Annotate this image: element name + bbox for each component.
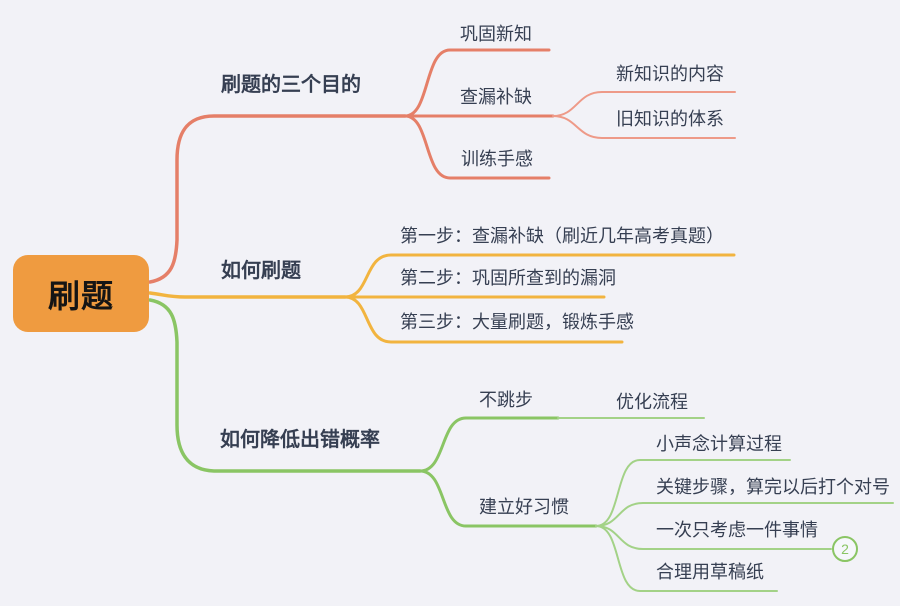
connector-build-habits	[418, 469, 598, 528]
collapsed-count-badge[interactable]: 2	[832, 536, 858, 562]
topic-one-thing-at-a-time[interactable]: 一次只考虑一件事情	[656, 520, 818, 540]
connector-purposes-main	[148, 114, 407, 284]
topic-tick-key-steps[interactable]: 关键步骤，算完以后打个对号	[656, 477, 890, 497]
connector-old-knowledge-system	[552, 115, 736, 139]
connector-no-skipping	[418, 416, 560, 473]
topic-train-feel[interactable]: 训练手感	[461, 149, 533, 169]
connector-consolidate-new	[403, 48, 551, 118]
topic-reduce-error-rate[interactable]: 如何降低出错概率	[220, 429, 380, 451]
topic-no-skipping-steps[interactable]: 不跳步	[479, 390, 533, 410]
connector-reduce-errors-main	[148, 298, 422, 473]
topic-consolidate-new-knowledge[interactable]: 巩固新知	[460, 24, 532, 44]
topic-how-to-practice[interactable]: 如何刷题	[221, 260, 301, 282]
connector-step1	[343, 253, 736, 299]
connector-train-feel	[403, 114, 551, 180]
topic-step3-mass-practice[interactable]: 第三步：大量刷题，锻炼手感	[400, 312, 634, 332]
connector-step3	[343, 295, 624, 344]
topic-old-knowledge-system[interactable]: 旧知识的体系	[616, 109, 724, 129]
topic-find-gaps[interactable]: 查漏补缺	[460, 87, 532, 107]
topic-new-knowledge-content[interactable]: 新知识的内容	[616, 64, 724, 84]
topic-build-good-habits[interactable]: 建立好习惯	[479, 497, 569, 517]
topic-step2-consolidate[interactable]: 第二步：巩固所查到的漏洞	[400, 268, 616, 288]
topic-recite-calculation-quietly[interactable]: 小声念计算过程	[656, 434, 782, 454]
connector-new-knowledge-content	[552, 91, 736, 117]
topic-use-scratch-paper[interactable]: 合理用草稿纸	[656, 562, 764, 582]
connector-recite-quietly	[595, 459, 791, 527]
connector-how-main	[148, 291, 347, 299]
topic-optimize-process[interactable]: 优化流程	[616, 392, 688, 412]
root-topic[interactable]: 刷题	[13, 255, 149, 332]
topic-step1-find-gaps[interactable]: 第一步：查漏补缺（刷近几年高考真题）	[400, 226, 724, 246]
connector-scratch-paper	[595, 525, 778, 592]
connector-check-key-steps	[595, 502, 894, 527]
topic-three-purposes[interactable]: 刷题的三个目的	[221, 74, 361, 96]
connector-one-thing	[595, 525, 832, 550]
